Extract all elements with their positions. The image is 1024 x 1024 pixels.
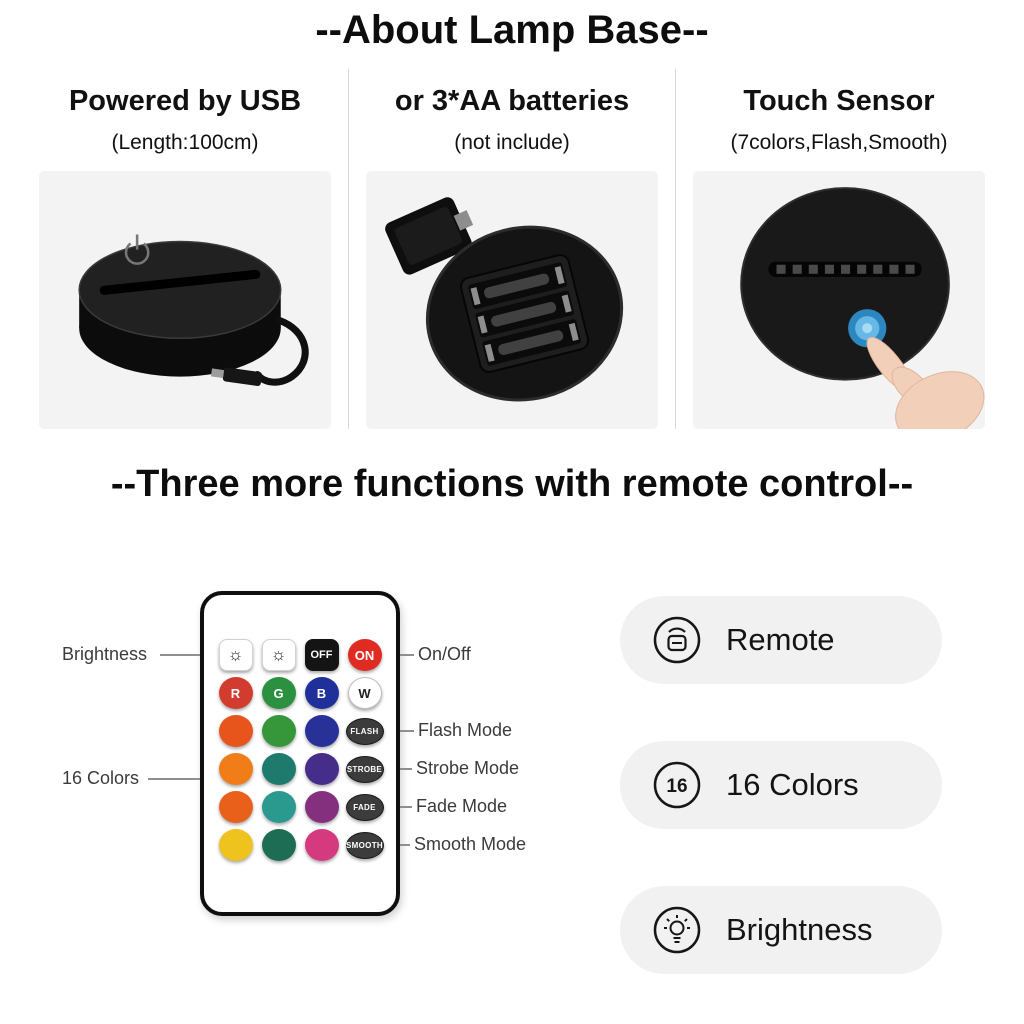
usb-heading: Powered by USB — [68, 85, 302, 117]
battery-subheading: (not include) — [454, 131, 570, 154]
touch-heading: Touch Sensor — [743, 85, 935, 117]
callout-line — [160, 654, 200, 656]
brightness-pill-label: Brightness — [726, 912, 873, 947]
callout-line — [148, 778, 200, 780]
brightness-callout: Brightness — [62, 644, 148, 664]
fade-button: FADE — [345, 793, 384, 821]
sixteen-colors-pill-label: 16 Colors — [726, 767, 859, 802]
strobe-button: STROBE — [345, 755, 384, 783]
usb-connector-box — [385, 197, 474, 275]
sixteen-colors-badge: 16 — [653, 761, 701, 809]
on-button: ON — [347, 639, 382, 671]
touch-subheading: (7colors,Flash,Smooth) — [730, 131, 948, 154]
color-button — [261, 715, 296, 747]
color-button — [218, 715, 253, 747]
usb-cable — [254, 316, 309, 386]
functions-title: --Three more functions with remote contr… — [110, 463, 914, 505]
flash-mode-callout: Flash Mode — [418, 720, 513, 740]
touch-photo — [693, 171, 985, 429]
brightness-icon — [653, 906, 701, 954]
feature-pill-16colors: 16 16 Colors — [620, 741, 942, 829]
column-battery: or 3*AA batteries (not include) — [348, 69, 675, 429]
usb-photo — [39, 171, 331, 429]
smooth-mode-callout: Smooth Mode — [414, 834, 527, 854]
color-button — [261, 791, 296, 823]
color-button — [218, 753, 253, 785]
touch-button — [848, 309, 887, 348]
usb-base-illustration — [78, 234, 309, 386]
fade-mode-callout: Fade Mode — [416, 796, 508, 816]
usb-plug — [210, 367, 262, 386]
callout-line — [400, 730, 414, 732]
remote-icon — [653, 616, 701, 664]
brightness-down-button: ☼ — [218, 639, 253, 671]
smooth-button: SMOOTH — [345, 831, 384, 859]
battery-compartment-illustration — [385, 197, 624, 402]
touch-sensor-illustration — [740, 187, 985, 429]
color-button — [218, 791, 253, 823]
color-button — [261, 753, 296, 785]
white-button: W — [347, 677, 382, 709]
feature-columns: Powered by USB (Length:100cm) — [22, 69, 1002, 429]
touch-power-icon — [124, 234, 150, 265]
sixteen-colors-callout: 16 Colors — [62, 768, 140, 788]
remote-pill-label: Remote — [726, 622, 835, 657]
column-usb: Powered by USB (Length:100cm) — [22, 69, 348, 429]
callout-line — [400, 654, 414, 656]
flash-button: FLASH — [345, 717, 384, 745]
color-button — [261, 829, 296, 861]
battery-photo — [366, 171, 658, 429]
blue-button: B — [304, 677, 339, 709]
callout-line — [400, 806, 412, 808]
sixteen-badge-number: 16 — [666, 776, 687, 797]
onoff-callout: On/Off — [418, 644, 471, 664]
callout-line — [400, 844, 410, 846]
column-touch: Touch Sensor (7colors,Flash,Smooth) — [675, 69, 1002, 429]
usb-subheading: (Length:100cm) — [111, 131, 259, 154]
about-title: --About Lamp Base-- — [315, 8, 709, 52]
color-button — [304, 791, 339, 823]
red-button: R — [218, 677, 253, 709]
brightness-up-button: ☼ — [261, 639, 296, 671]
feature-pill-brightness: Brightness — [620, 886, 942, 974]
color-button — [304, 753, 339, 785]
feature-pill-remote: Remote — [620, 596, 942, 684]
green-button: G — [261, 677, 296, 709]
color-button — [304, 715, 339, 747]
color-button — [304, 829, 339, 861]
battery-heading: or 3*AA batteries — [394, 85, 630, 117]
callout-line — [400, 768, 412, 770]
strobe-mode-callout: Strobe Mode — [416, 758, 520, 778]
off-button: OFF — [304, 639, 339, 671]
pointing-hand — [866, 336, 985, 429]
color-button — [218, 829, 253, 861]
